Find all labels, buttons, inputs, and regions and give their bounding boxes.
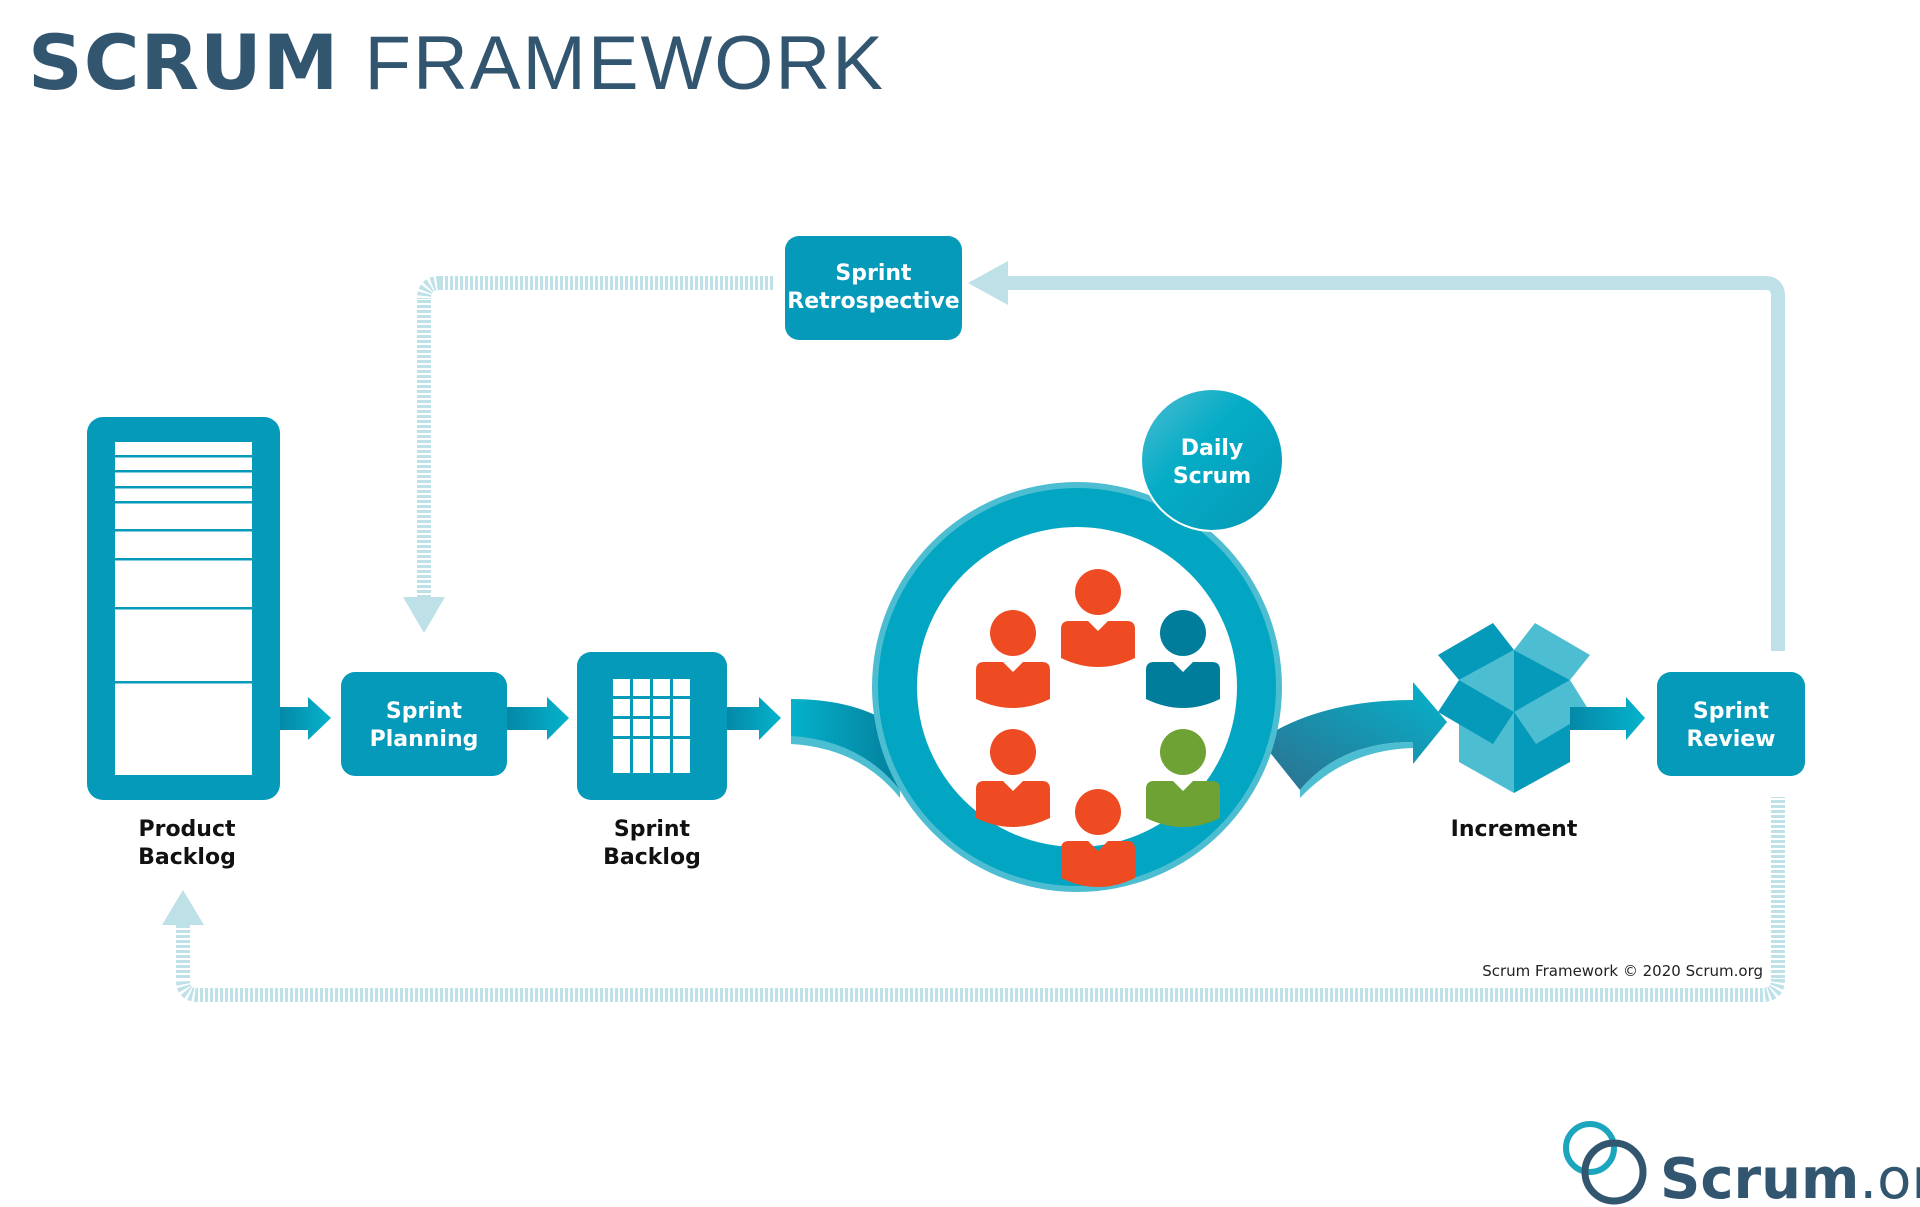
sprint-planning-box[interactable]: Sprint Planning xyxy=(341,672,507,776)
arrow-down-icon xyxy=(403,597,445,633)
logo-circles-icon xyxy=(1563,1121,1647,1205)
title-bold: SCRUM xyxy=(28,18,340,107)
sprint-backlog-label-2: Backlog xyxy=(603,845,701,870)
daily-scrum-line2: Scrum xyxy=(1173,464,1251,489)
scrum-org-logo[interactable]: Scrum.org™ xyxy=(1563,1121,1920,1207)
sprint-review-line2: Review xyxy=(1687,727,1776,752)
arrow-right-icon xyxy=(727,697,781,740)
product-backlog-icon[interactable] xyxy=(87,417,280,800)
team-member-icon xyxy=(1146,729,1220,827)
review-to-retro-path xyxy=(968,261,1785,651)
title-light: FRAMEWORK xyxy=(364,21,885,106)
sprint-inflow-band xyxy=(791,699,900,798)
arrow-right-icon xyxy=(1570,697,1645,740)
retro-to-planning-path xyxy=(403,276,773,633)
increment-box-icon[interactable] xyxy=(1438,623,1590,793)
product-backlog-label-2: Backlog xyxy=(138,845,236,870)
team-member-icon xyxy=(1061,789,1135,887)
product-backlog-label-1: Product xyxy=(138,817,236,842)
sprint-cycle-circle: 1 Scrum Team xyxy=(872,482,1282,967)
sprint-review-line1: Sprint xyxy=(1693,699,1770,724)
team-member-icon xyxy=(1146,610,1220,708)
sprint-retrospective-line2: Retrospective xyxy=(787,289,959,314)
sprint-backlog-icon[interactable] xyxy=(577,652,727,800)
daily-scrum-circle[interactable]: Daily Scrum xyxy=(1140,388,1284,532)
logo-text: Scrum.org™ xyxy=(1660,1147,1920,1207)
review-to-product-backlog-path xyxy=(162,797,1785,1002)
arrow-up-icon xyxy=(162,890,204,925)
arrow-right-icon xyxy=(507,697,569,740)
page-title: SCRUM FRAMEWORK xyxy=(28,18,885,109)
daily-scrum-line1: Daily xyxy=(1181,436,1244,461)
sprint-review-box[interactable]: Sprint Review xyxy=(1657,672,1805,776)
sprint-retrospective-box[interactable]: Sprint Retrospective xyxy=(785,236,962,340)
sprint-retrospective-line1: Sprint xyxy=(835,261,912,286)
team-member-icon xyxy=(976,729,1050,827)
increment-label: Increment xyxy=(1451,817,1578,842)
team-members xyxy=(976,569,1220,887)
copyright-text: Scrum Framework © 2020 Scrum.org xyxy=(1482,962,1763,980)
sprint-backlog-label-1: Sprint xyxy=(614,817,691,842)
arrow-left-icon xyxy=(968,261,1008,305)
arrow-right-icon xyxy=(280,697,331,740)
sprint-planning-line1: Sprint xyxy=(386,699,463,724)
team-member-icon xyxy=(1061,569,1135,667)
team-member-icon xyxy=(976,610,1050,708)
scrum-team-label: 1 Scrum Team xyxy=(991,923,1163,967)
sprint-outflow-arrow xyxy=(1260,682,1447,798)
sprint-planning-line2: Planning xyxy=(370,727,479,752)
